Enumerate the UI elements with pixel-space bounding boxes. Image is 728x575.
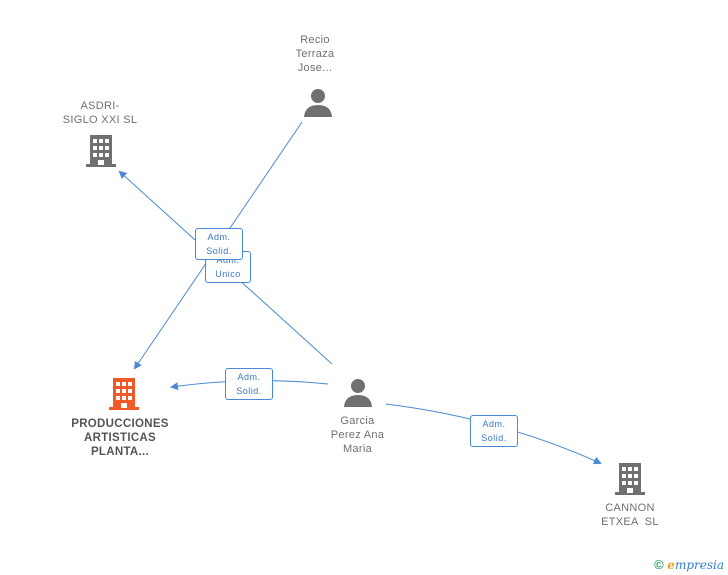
node-label-asdri: ASDRI- SIGLO XXI SL [55, 99, 145, 127]
brand-logo-e: e [667, 558, 675, 572]
edge-label-line: Adm. [216, 255, 240, 265]
edge-label-line: Solid. [206, 246, 232, 256]
node-label-line: CANNON [605, 502, 655, 514]
node-label-recio: Recio Terraza Jose... [275, 33, 355, 75]
node-label-line: Garcia [340, 415, 375, 427]
edge-label-line: Unico [215, 269, 241, 279]
node-label-line: ASDRI- [80, 100, 120, 112]
copyright-icon: © [654, 557, 664, 572]
edge-label-line: Adm. [237, 372, 261, 382]
node-label-line: Jose... [297, 62, 333, 74]
building-icon[interactable] [84, 134, 118, 168]
node-label-line: PRODUCCIONES [71, 418, 169, 430]
edge-label-adm-solid-top: Adm. Solid. [195, 228, 243, 260]
node-label-cannon: CANNON ETXEA SL [585, 501, 675, 529]
node-label-line: SIGLO XXI SL [62, 114, 138, 126]
brand-logo: empresia [667, 558, 724, 572]
node-label-line: Perez Ana [330, 429, 385, 441]
edge-label-adm-solid-mid: Adm. Solid. [225, 368, 273, 400]
brand-logo-text: mpresia [674, 558, 724, 572]
node-label-line: Terraza [295, 48, 335, 60]
node-label-producciones[interactable]: PRODUCCIONES ARTISTICAS PLANTA... [60, 417, 180, 459]
edge-label-line: Adm. [207, 232, 231, 242]
node-label-line: Recio [300, 34, 330, 46]
edge-label-line: Solid. [481, 433, 507, 443]
edge-label-adm-solid-right: Adm. Solid. [470, 415, 518, 447]
edge-label-line: Solid. [236, 386, 262, 396]
building-icon[interactable] [613, 462, 647, 496]
person-icon[interactable] [303, 88, 333, 118]
person-icon[interactable] [343, 378, 373, 408]
node-label-line: ETXEA SL [601, 516, 659, 528]
empresia-watermark: © empresia [654, 557, 724, 572]
node-label-line: Maria [342, 443, 372, 455]
edge-label-line: Adm. [482, 419, 506, 429]
node-label-line: PLANTA... [90, 446, 150, 458]
node-label-line: ARTISTICAS [84, 432, 156, 444]
building-main-icon[interactable] [107, 377, 141, 411]
node-label-garcia: Garcia Perez Ana Maria [315, 414, 400, 456]
